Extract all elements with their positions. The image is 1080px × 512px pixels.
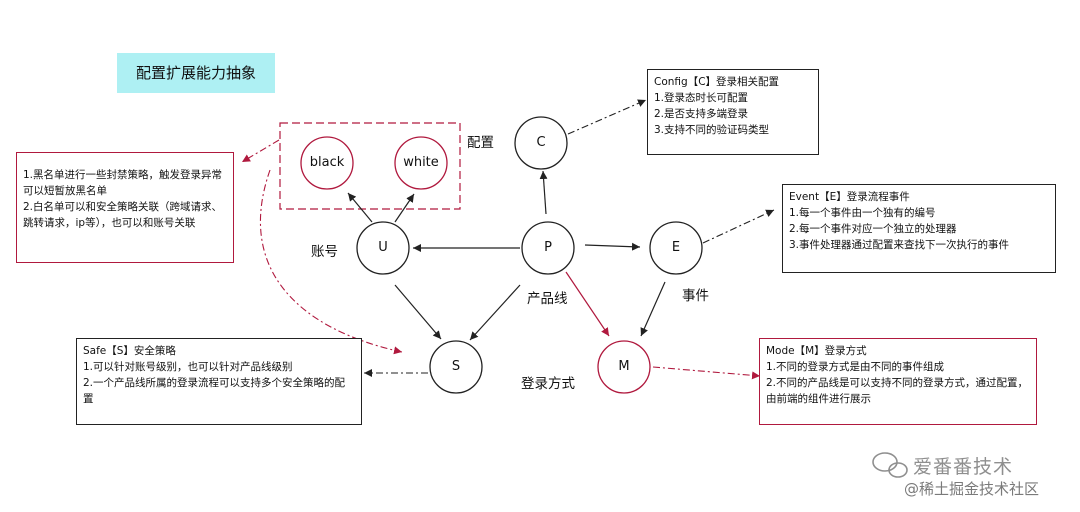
wechat-logo-icon bbox=[872, 452, 908, 478]
callout-group-to-s bbox=[259, 169, 403, 355]
watermark-brand: 爱番番技术 bbox=[913, 456, 1014, 478]
node-u-circle bbox=[356, 221, 410, 275]
diagram-title: 配置扩展能力抽象 bbox=[117, 53, 275, 93]
callout-e-to-event-note bbox=[702, 209, 775, 244]
note-mode: Mode【M】登录方式 1.不同的登录方式是由不同的事件组成 2.不同的产品线是… bbox=[759, 338, 1037, 425]
note-config-line: 1.登录态时长可配置 bbox=[654, 92, 749, 104]
note-config-line: 3.支持不同的验证码类型 bbox=[654, 124, 770, 136]
edge-u-to-black bbox=[347, 192, 373, 223]
node-black-circle bbox=[300, 136, 354, 190]
edge-p-to-s bbox=[469, 284, 521, 341]
note-safe-line: 2.一个产品线所属的登录流程可以支持多个安全策略的配置 bbox=[83, 377, 346, 405]
whitelist-blacklist-group bbox=[279, 122, 461, 210]
note-event-line: 3.事件处理器通过配置来查找下一次执行的事件 bbox=[789, 239, 1010, 251]
node-s-label: S bbox=[451, 359, 461, 374]
note-event-heading: Event【E】登录流程事件 bbox=[789, 191, 910, 203]
edge-u-to-white bbox=[394, 193, 415, 223]
note-safe-heading: Safe【S】安全策略 bbox=[83, 345, 176, 357]
note-event-line: 1.每一个事件由一个独有的编号 bbox=[789, 207, 936, 219]
node-e-label: E bbox=[671, 240, 681, 255]
node-e-circle bbox=[649, 221, 703, 275]
node-white-label: white bbox=[403, 155, 439, 170]
node-p-circle bbox=[521, 221, 575, 275]
watermark-site: @稀土掘金技术社区 bbox=[904, 480, 1040, 498]
edge-p-to-m bbox=[565, 271, 610, 337]
note-event: Event【E】登录流程事件 1.每一个事件由一个独有的编号 2.每一个事件对应… bbox=[782, 184, 1056, 273]
label-product-line: 产品线 bbox=[527, 291, 568, 307]
note-config: Config【C】登录相关配置 1.登录态时长可配置 2.是否支持多端登录 3.… bbox=[647, 69, 819, 155]
label-config: 配置 bbox=[467, 135, 494, 151]
node-white-circle bbox=[394, 136, 448, 190]
note-event-line: 2.每一个事件对应一个独立的处理器 bbox=[789, 223, 957, 235]
callout-m-to-mode-note bbox=[652, 366, 761, 380]
label-event: 事件 bbox=[682, 288, 709, 304]
note-mode-line: 2.不同的产品线是可以支持不同的登录方式，通过配置，由前端的组件进行展示 bbox=[766, 377, 1029, 405]
note-blacklist: 1.黑名单进行一些封禁策略，触发登录异常可以短暂放黑名单 2.白名单可以和安全策… bbox=[16, 152, 234, 263]
note-config-heading: Config【C】登录相关配置 bbox=[654, 76, 780, 88]
node-m-circle bbox=[597, 340, 651, 394]
edge-u-to-s bbox=[394, 284, 442, 340]
node-p-label: P bbox=[544, 240, 552, 255]
callout-group-to-blacklist-note bbox=[241, 139, 280, 163]
label-account: 账号 bbox=[311, 244, 338, 260]
edge-p-to-e bbox=[584, 242, 641, 251]
note-safe-line: 1.可以针对账号级别，也可以针对产品线级别 bbox=[83, 361, 293, 373]
node-u-label: U bbox=[378, 240, 388, 255]
edge-p-to-c bbox=[539, 170, 548, 215]
node-c-circle bbox=[514, 116, 568, 170]
note-config-line: 2.是否支持多端登录 bbox=[654, 108, 749, 120]
callout-c-to-config-note bbox=[567, 99, 647, 135]
note-mode-line: 1.不同的登录方式是由不同的事件组成 bbox=[766, 361, 945, 373]
note-blacklist-line: 2.白名单可以和安全策略关联（跨域请求、跳转请求，ip等），也可以和账号关联 bbox=[23, 201, 223, 229]
node-black-label: black bbox=[309, 155, 345, 170]
node-m-label: M bbox=[618, 359, 630, 374]
label-login-mode: 登录方式 bbox=[521, 376, 575, 392]
note-blacklist-line: 1.黑名单进行一些封禁策略，触发登录异常可以短暂放黑名单 bbox=[23, 169, 223, 197]
node-c-label: C bbox=[536, 135, 546, 150]
node-s-circle bbox=[429, 340, 483, 394]
note-mode-heading: Mode【M】登录方式 bbox=[766, 345, 867, 357]
note-safe: Safe【S】安全策略 1.可以针对账号级别，也可以针对产品线级别 2.一个产品… bbox=[76, 338, 362, 425]
edge-e-to-m bbox=[640, 281, 666, 337]
